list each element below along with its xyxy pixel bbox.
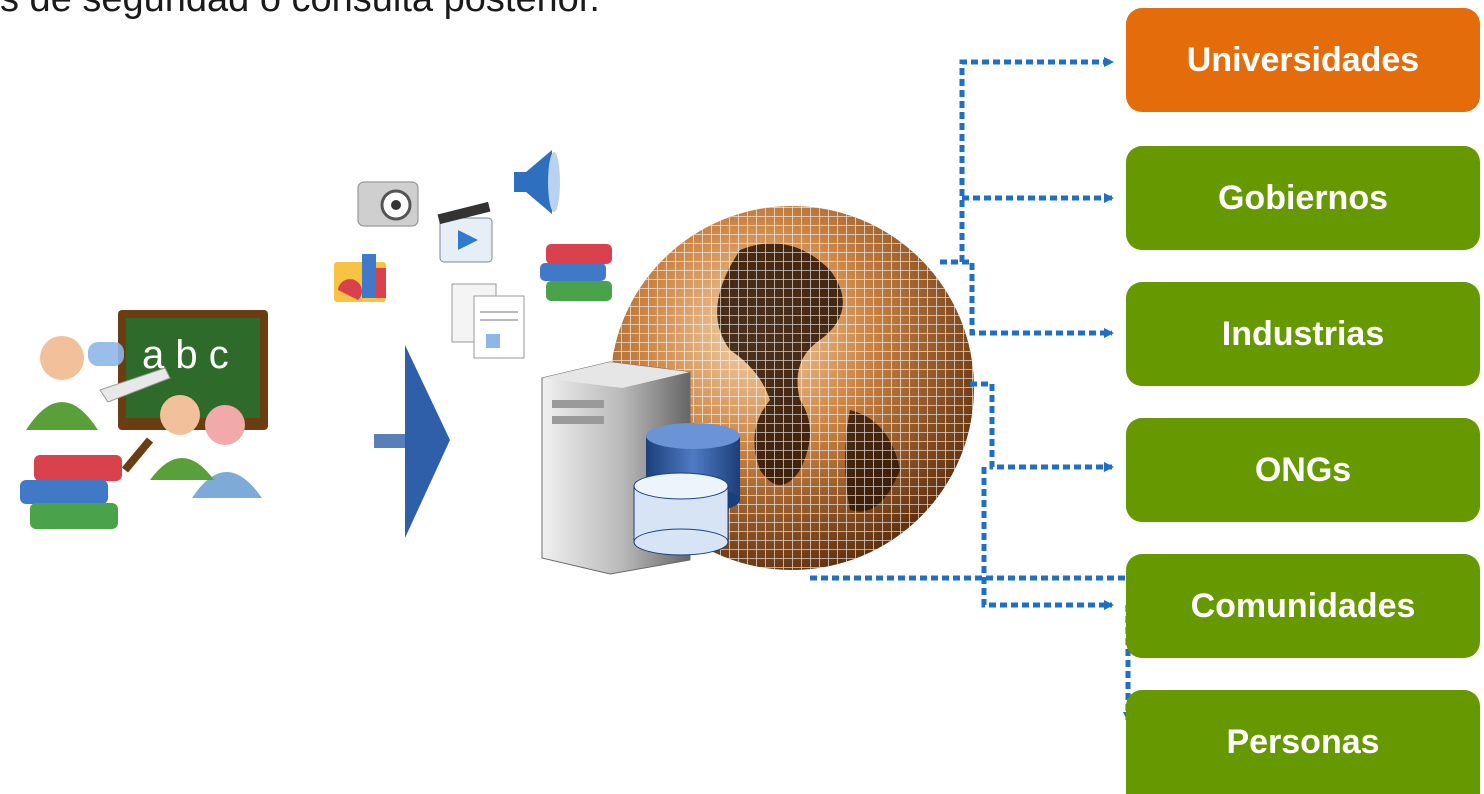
target-label: Industrias <box>1221 314 1385 353</box>
teacher-students-icon: a b c <box>20 310 268 529</box>
film-icon <box>437 201 493 263</box>
target-comunidades[interactable]: Comunidades <box>1126 554 1480 658</box>
connectors <box>810 57 1133 722</box>
target-universidades[interactable]: Universidades <box>1126 8 1480 112</box>
chart-icon <box>334 254 386 302</box>
board-letters: a b c <box>142 333 229 377</box>
target-personas[interactable]: Personas <box>1126 690 1480 794</box>
heading-text: s de seguridad o consulta posterior. <box>0 0 600 21</box>
connector-ongs <box>970 381 1114 472</box>
connector-universidades <box>940 57 1114 265</box>
target-ongs[interactable]: ONGs <box>1126 418 1480 522</box>
target-label: Comunidades <box>1190 586 1416 625</box>
process-arrow-icon <box>374 345 450 538</box>
camera-icon <box>357 181 419 227</box>
books-icon <box>540 244 612 301</box>
speaker-icon <box>514 150 560 214</box>
database-icon <box>633 423 740 556</box>
target-label: ONGs <box>1254 450 1352 489</box>
connector-industrias <box>962 259 1114 338</box>
target-industrias[interactable]: Industrias <box>1126 282 1480 386</box>
target-label: Gobiernos <box>1217 178 1389 217</box>
target-label: Universidades <box>1186 40 1420 79</box>
documents-icon <box>451 283 525 359</box>
target-label: Personas <box>1226 722 1380 761</box>
connector-comunidades <box>810 467 1128 605</box>
target-gobiernos[interactable]: Gobiernos <box>1126 146 1480 250</box>
